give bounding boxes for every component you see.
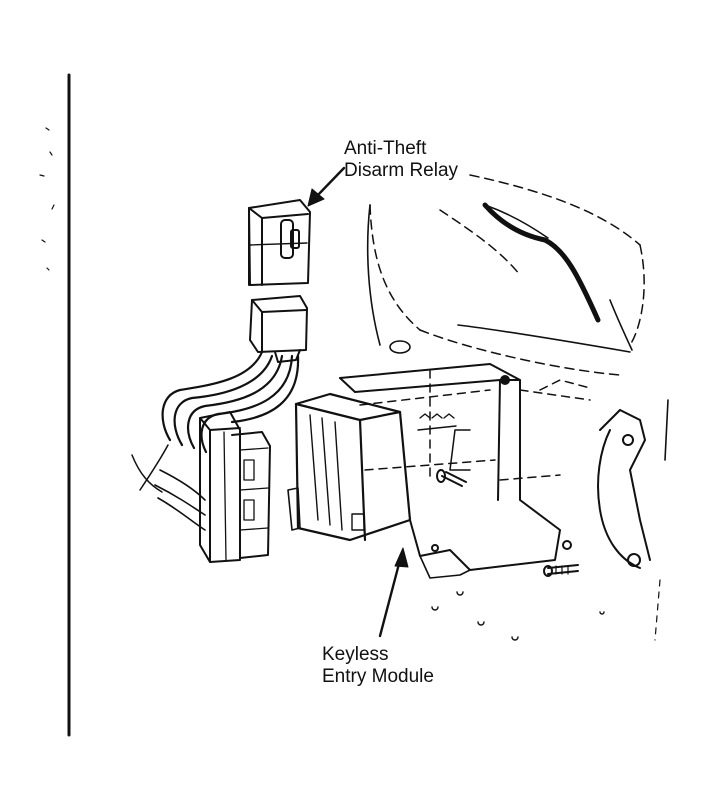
- relay-label-line1: Anti-Theft: [344, 138, 427, 159]
- mounting-bracket: [339, 363, 572, 579]
- relay-socket: [249, 295, 308, 363]
- scan-marks: [39, 127, 55, 271]
- dashboard-solid-edges: [366, 204, 633, 353]
- module-label: Keyless Entry Module: [322, 644, 434, 688]
- loose-screw: [543, 564, 579, 577]
- relay-callout-arrow: [307, 166, 346, 207]
- relay-drawing: [248, 199, 311, 286]
- mounting-hole: [389, 340, 411, 354]
- dash-trim: [482, 202, 601, 323]
- module-label-line2: Entry Module: [322, 666, 434, 687]
- rivet-marks: [431, 591, 605, 641]
- module-callout-arrow: [378, 547, 409, 638]
- side-brace: [597, 399, 669, 641]
- relay-label-line2: Disarm Relay: [344, 160, 459, 181]
- keyless-module-drawing: [287, 392, 412, 542]
- harness-connector: [154, 411, 271, 563]
- relay-label: Anti-Theft Disarm Relay: [344, 138, 458, 182]
- label-tabs: [417, 413, 457, 431]
- module-label-line1: Keyless: [322, 644, 389, 665]
- bracket-hidden-edges: [359, 369, 591, 481]
- dashboard-outline: [369, 174, 645, 376]
- bracket-screw: [436, 469, 467, 487]
- wire-bundle: [131, 350, 300, 493]
